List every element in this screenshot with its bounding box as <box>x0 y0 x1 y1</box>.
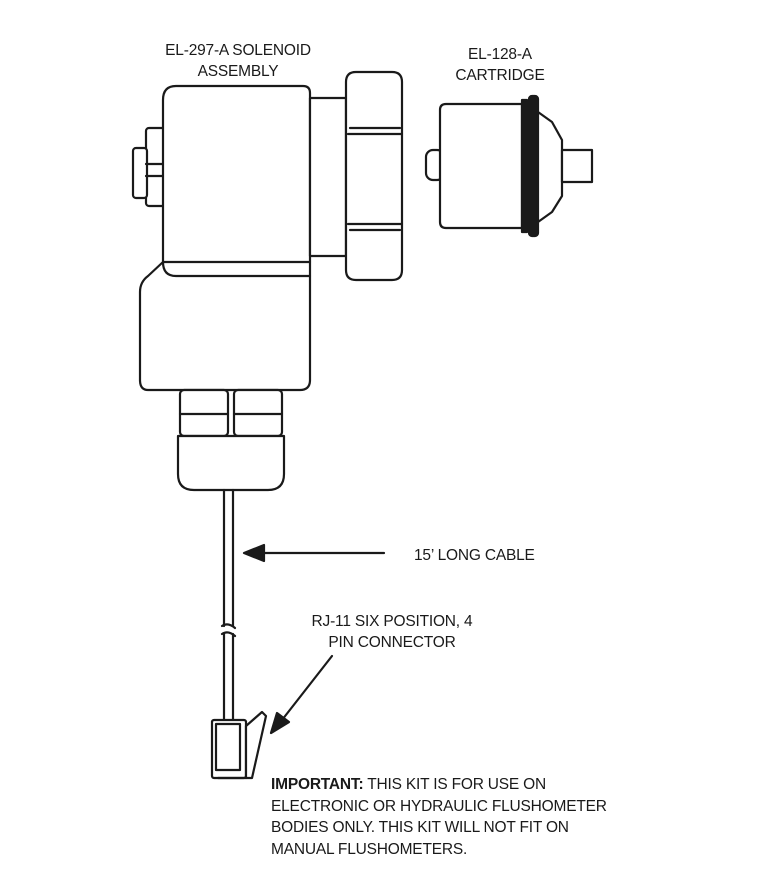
cartridge <box>424 94 594 238</box>
cartridge-label-line1: EL-128-A <box>468 46 532 63</box>
solenoid-neck <box>308 96 348 258</box>
cartridge-label-line2: CARTRIDGE <box>455 67 545 84</box>
rj11-connector <box>210 710 268 780</box>
solenoid-label: EL-297-A SOLENOID ASSEMBLY <box>138 40 338 82</box>
note-line3: BODIES ONLY. THIS KIT WILL NOT FIT ON <box>271 819 569 836</box>
important-note: IMPORTANT: THIS KIT IS FOR USE ON ELECTR… <box>271 774 671 860</box>
connector-label-line1: RJ-11 SIX POSITION, 4 <box>311 613 473 630</box>
solenoid-assembly <box>131 84 348 392</box>
cartridge-label: EL-128-A CARTRIDGE <box>430 44 570 86</box>
note-line1-text: THIS KIT IS FOR USE ON <box>367 776 547 793</box>
connector-arrow <box>269 654 334 735</box>
connector-label: RJ-11 SIX POSITION, 4 PIN CONNECTOR <box>292 611 492 653</box>
solenoid-label-line1: EL-297-A SOLENOID <box>165 42 311 59</box>
cable-label: 15’ LONG CABLE <box>414 547 535 564</box>
note-line1: IMPORTANT: THIS KIT IS FOR USE ON <box>271 774 671 796</box>
cable-arrow <box>242 543 386 563</box>
solenoid-label-line2: ASSEMBLY <box>197 63 279 80</box>
note-line4: MANUAL FLUSHOMETERS. <box>271 840 468 858</box>
connector-label-line2: PIN CONNECTOR <box>328 634 456 651</box>
cable-gland <box>176 388 286 492</box>
cable <box>220 488 237 722</box>
important-heading: IMPORTANT: <box>271 776 364 793</box>
hex-nut <box>344 70 404 282</box>
note-line2: ELECTRONIC OR HYDRAULIC FLUSHOMETER <box>271 797 607 815</box>
solenoid-body <box>138 84 312 392</box>
